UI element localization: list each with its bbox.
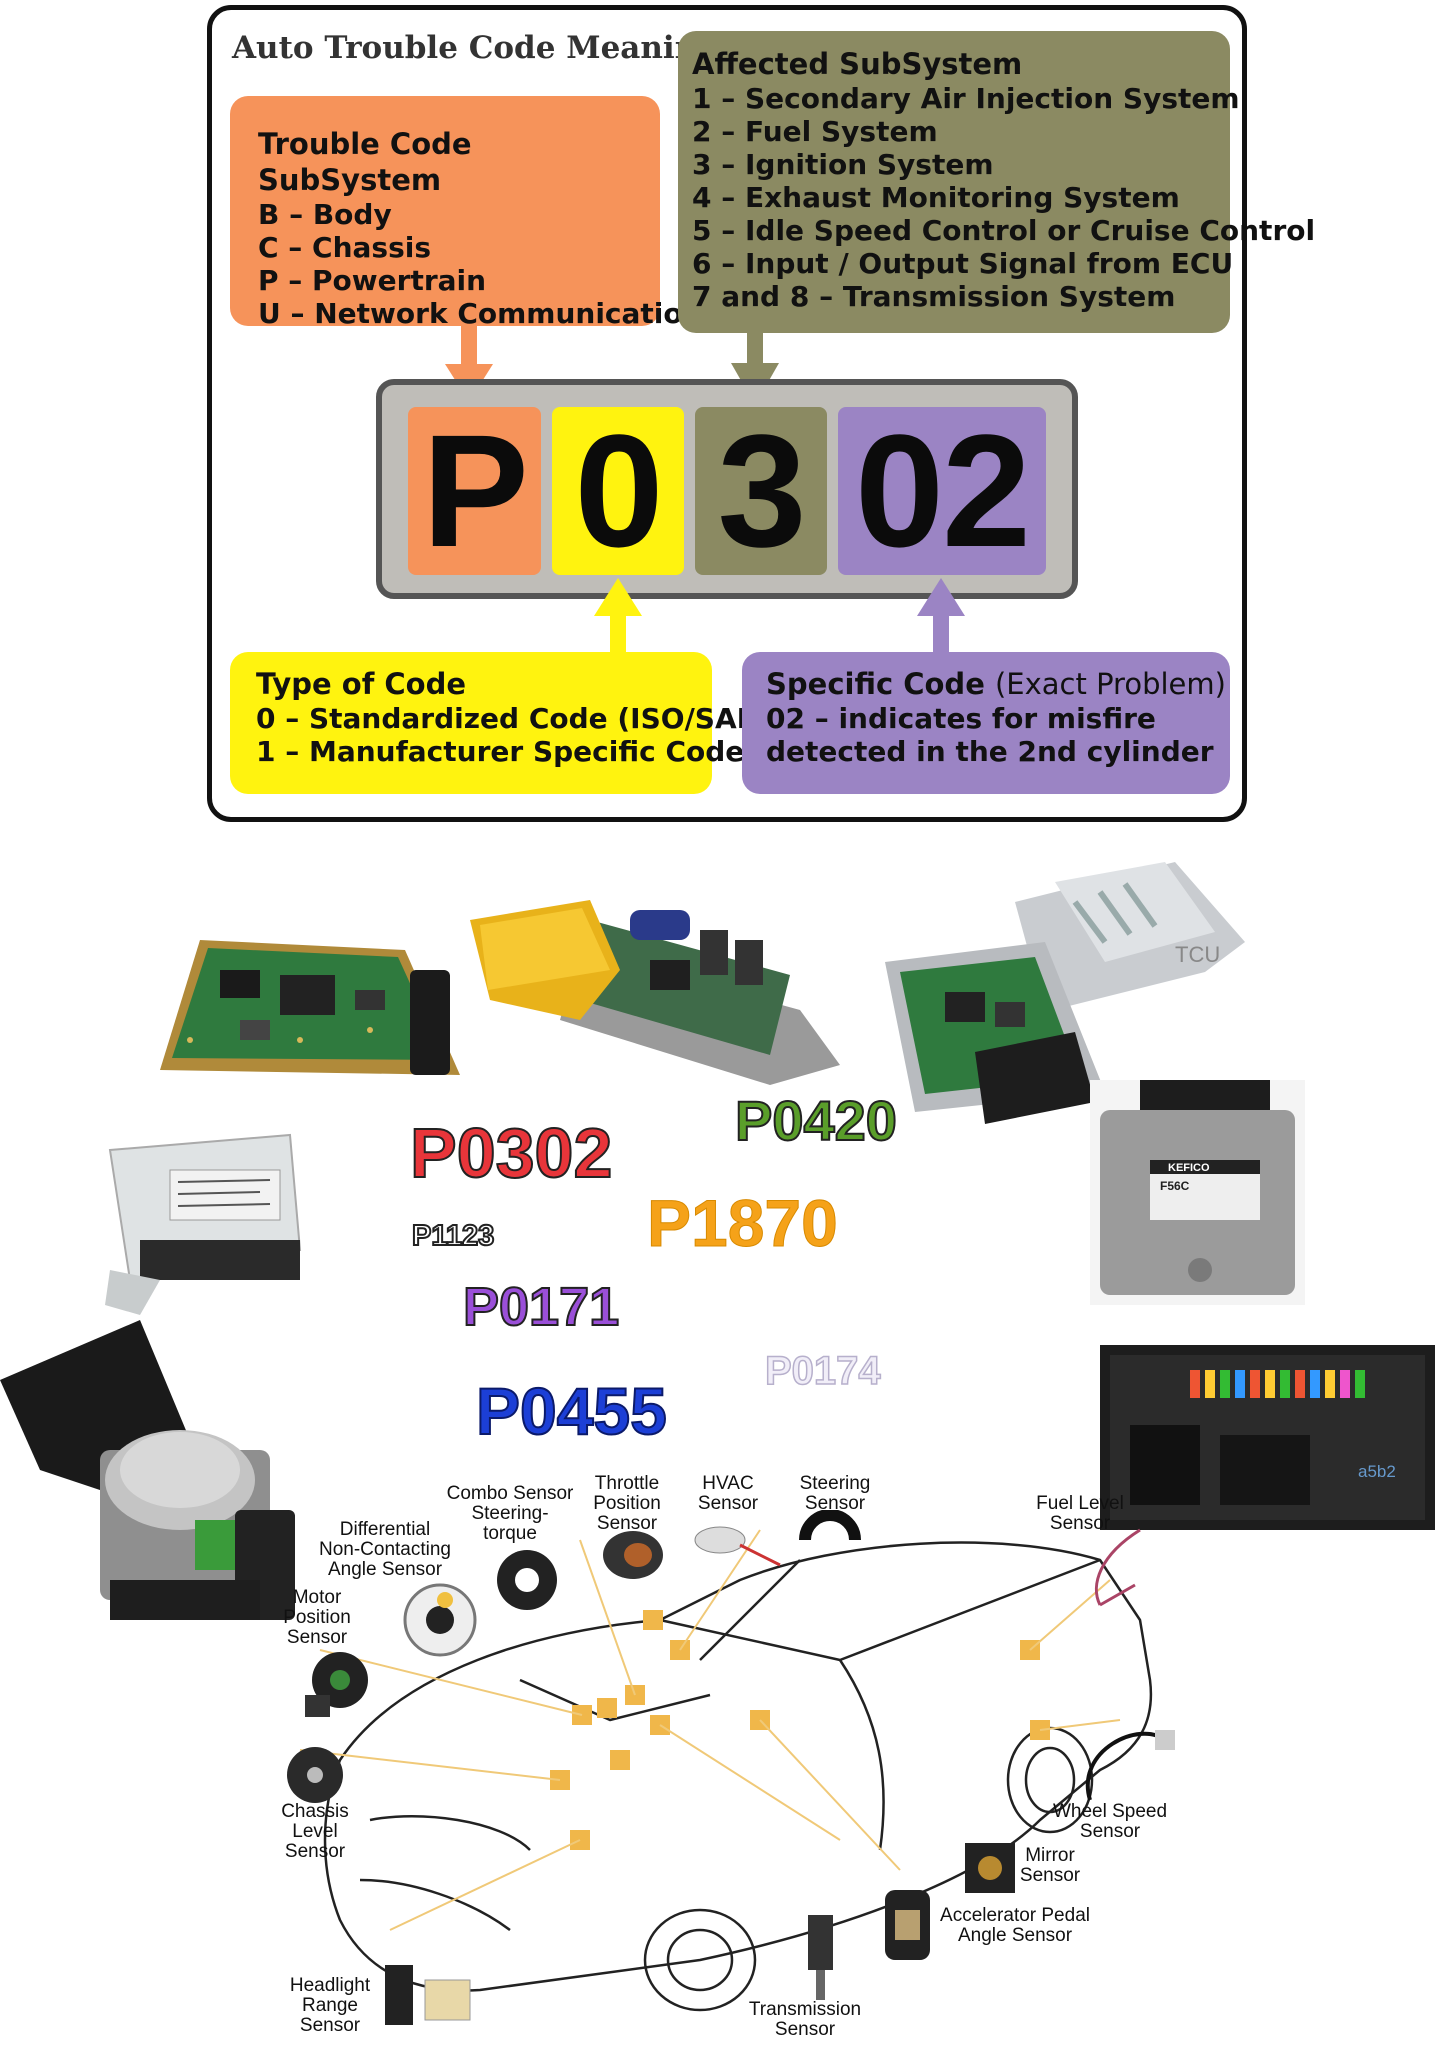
label-headlight-sensor: Headlight Range Sensor <box>289 1975 371 2036</box>
code-char-affected: 3 <box>695 401 827 580</box>
label-steering-sensor: Steering Sensor <box>799 1473 871 1514</box>
kefico-ecu-image: KEFICO F56C <box>1090 1080 1305 1305</box>
arrow-up-icon <box>594 578 642 654</box>
mirror-sensor-icon <box>965 1843 1015 1893</box>
code-p0174: P0174 <box>764 1349 881 1393</box>
abs-pump-unit-image <box>0 1320 295 1620</box>
subsystem-box: Trouble Code SubSystem B – Body C – Chas… <box>230 96 703 330</box>
label-wheel-speed-sensor: Wheel Speed Sensor <box>1052 1801 1168 1842</box>
label-throttle-sensor: Throttle Position Sensor <box>593 1473 661 1534</box>
affected-item: 6 – Input / Output Signal from ECU <box>692 247 1234 280</box>
specific-item: 02 – indicates for misfire <box>766 702 1156 735</box>
label-chassis-level-sensor: Chassis Level Sensor <box>281 1801 349 1862</box>
specific-heading-note: (Exact Problem) <box>994 667 1226 701</box>
card-title: Auto Trouble Code Meaning <box>232 30 719 66</box>
label-motor-position-sensor: Motor Position Sensor <box>283 1587 351 1648</box>
yellow-connector-ecu-image <box>470 900 840 1085</box>
label-fuel-level-sensor: Fuel Level Sensor <box>1036 1493 1124 1534</box>
label-accelerator-sensor: Accelerator Pedal Angle Sensor <box>940 1905 1090 1946</box>
car-outline-image <box>299 1529 1153 2012</box>
affected-item: 4 – Exhaust Monitoring System <box>692 181 1180 214</box>
label-combo-sensor: Combo Sensor Steering- torque <box>446 1483 574 1544</box>
affected-heading: Affected SubSystem <box>692 47 1023 81</box>
affected-item: 5 – Idle Speed Control or Cruise Control <box>692 214 1316 247</box>
code-p0420: P0420 <box>734 1089 898 1152</box>
label-differential-sensor: Differential Non-Contacting Angle Sensor <box>318 1519 452 1580</box>
type-heading: Type of Code <box>256 667 467 701</box>
combo-sensor-icon <box>497 1550 557 1610</box>
affected-item: 2 – Fuel System <box>692 115 938 148</box>
subsystem-heading: Trouble Code SubSystem <box>258 127 472 197</box>
white-control-module-image <box>105 1133 302 1315</box>
arrow-up-icon <box>917 578 965 654</box>
subsystem-item: C – Chassis <box>258 231 432 264</box>
transmission-sensor-icon <box>808 1915 833 2000</box>
subsystem-item: P – Powertrain <box>258 264 487 297</box>
code-p1870: P1870 <box>647 1186 839 1260</box>
headlight-sensor-icon <box>385 1965 471 2025</box>
chassis-level-sensor-icon <box>287 1747 343 1803</box>
motor-position-sensor-icon <box>305 1652 368 1717</box>
fuse-box-mark: a5b2 <box>1358 1462 1396 1481</box>
specific-heading: Specific Code (Exact Problem) <box>766 666 1230 702</box>
specific-code-box: Specific Code (Exact Problem) 02 – indic… <box>742 652 1230 794</box>
wheel-speed-sensor-icon <box>1085 1730 1175 1801</box>
specific-heading-title: Specific Code <box>766 667 985 701</box>
throttle-sensor-icon <box>603 1531 663 1579</box>
affected-item: 3 – Ignition System <box>692 148 994 181</box>
code-char-specific: 02 <box>838 401 1046 580</box>
tcu-module-image: TCU <box>885 862 1245 1124</box>
angle-sensor-icon <box>403 1583 477 1657</box>
fuse-box-image: a5b2 <box>1100 1345 1435 1530</box>
tcu-mark: TCU <box>1175 942 1220 967</box>
code-p1123: P1123 <box>411 1220 495 1252</box>
affected-item: 7 and 8 – Transmission System <box>692 280 1176 313</box>
fuel-level-sensor-icon <box>1094 1528 1141 1607</box>
type-item: 0 – Standardized Code (ISO/SAE) <box>256 702 769 735</box>
hvac-sensor-icon <box>694 1526 781 1567</box>
subsystem-item: B – Body <box>258 198 392 231</box>
kefico-part: F56C <box>1160 1179 1190 1193</box>
subsystem-item: U – Network Communication <box>258 297 703 330</box>
label-hvac-sensor: HVAC Sensor <box>697 1473 759 1514</box>
affected-subsystem-box: Affected SubSystem 1 – Secondary Air Inj… <box>678 31 1316 333</box>
code-p0455: P0455 <box>475 1374 668 1448</box>
circuit-board-ecu-image <box>160 940 460 1075</box>
code-p0171: P0171 <box>462 1277 620 1337</box>
specific-item: detected in the 2nd cylinder <box>766 735 1214 768</box>
label-transmission-sensor: Transmission Sensor <box>748 1999 862 2040</box>
code-char-subsystem: P <box>408 401 541 580</box>
code-p0302: P0302 <box>409 1114 613 1192</box>
label-mirror-sensor: Mirror Sensor <box>1019 1845 1081 1886</box>
type-item: 1 – Manufacturer Specific Code <box>256 735 745 768</box>
steering-sensor-icon <box>799 1510 861 1541</box>
code-char-type: 0 <box>552 401 684 580</box>
type-of-code-box: Type of Code 0 – Standardized Code (ISO/… <box>230 652 769 794</box>
affected-item: 1 – Secondary Air Injection System <box>692 82 1240 115</box>
accelerator-sensor-icon <box>885 1890 930 1960</box>
kefico-brand: KEFICO <box>1168 1162 1210 1174</box>
